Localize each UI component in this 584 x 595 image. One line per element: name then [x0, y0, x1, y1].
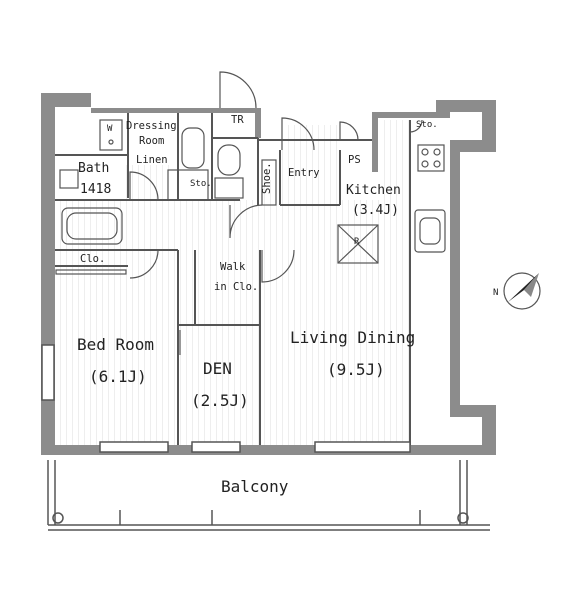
windows [41, 344, 411, 453]
living-size-label: (9.5J) [327, 360, 385, 379]
bath-size-label: 1418 [80, 182, 112, 197]
den-size-label: (2.5J) [191, 391, 249, 410]
compass-north-label: N [493, 288, 499, 298]
doors [129, 71, 423, 355]
kitchen-size-label: (3.4J) [352, 203, 399, 218]
storage-kitchen-label: Sto. [416, 120, 438, 130]
closet-label: Clo. [80, 253, 106, 265]
washer-label: W [107, 124, 113, 134]
storage-bath-label: Sto. [190, 179, 212, 189]
interior-walls [55, 113, 411, 445]
linen-label: Linen [136, 154, 168, 166]
dressing-label-2: Room [139, 135, 165, 147]
entry-label: Entry [288, 167, 320, 179]
shoe-label: Shoe. [261, 162, 273, 194]
balcony-label: Balcony [221, 477, 289, 496]
living-dining-label: Living Dining [290, 328, 416, 347]
floor-hatching [55, 120, 410, 445]
balcony-outline [47, 460, 490, 531]
kitchen-label: Kitchen [346, 183, 401, 198]
ps-label: PS [348, 154, 361, 166]
fixtures [55, 119, 446, 275]
fridge-label: R [354, 237, 360, 247]
dressing-label-1: Dressing [126, 120, 177, 132]
bath-label: Bath [78, 161, 110, 176]
walk-in-label-2: in Clo. [214, 281, 259, 293]
tr-label: TR [231, 114, 244, 126]
walk-in-label-1: Walk [220, 261, 246, 273]
bedroom-size-label: (6.1J) [89, 367, 147, 386]
den-label: DEN [203, 359, 232, 378]
compass-icon [503, 272, 541, 310]
bedroom-label: Bed Room [77, 335, 155, 354]
